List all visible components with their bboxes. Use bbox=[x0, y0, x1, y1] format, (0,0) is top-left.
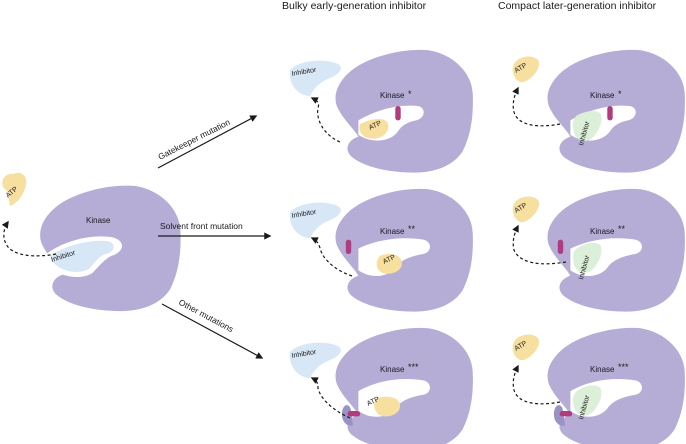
other-mutation-mark bbox=[347, 411, 361, 417]
early-row3-inhibitor-label: Inhibitor bbox=[291, 349, 317, 360]
early-row3-stars: *** bbox=[408, 362, 419, 372]
column-title-later: Compact later-generation inhibitor bbox=[498, 0, 657, 12]
later-row2-kinase bbox=[547, 188, 685, 312]
compact-inhibitor-bound bbox=[573, 385, 602, 416]
later-row3-kinase-label: Kinase bbox=[590, 365, 615, 374]
early-row3-kinase bbox=[335, 327, 473, 444]
early-row2-inhibitor-label: Inhibitor bbox=[291, 209, 317, 220]
early-row1-stars: * bbox=[408, 89, 412, 99]
later-row3-exit-arrow bbox=[512, 364, 561, 405]
early-row1-inhibitor-free bbox=[289, 60, 341, 96]
atp-bound bbox=[374, 396, 401, 417]
inhibitor-bound bbox=[50, 240, 114, 272]
later-row3-atp-free bbox=[512, 334, 540, 361]
mutation-label-other: Other mutations bbox=[177, 297, 235, 334]
early-row1-kinase-label: Kinase bbox=[380, 91, 405, 100]
later-row1-stars: * bbox=[618, 89, 622, 99]
initial-kinase-label: Kinase bbox=[86, 216, 111, 225]
other-mutation-mark bbox=[559, 411, 573, 417]
early-row3-kinase-label: Kinase bbox=[380, 365, 405, 374]
early-row1-exit-arrow bbox=[310, 97, 341, 143]
arrow-other bbox=[161, 303, 264, 359]
other-mutation-region bbox=[341, 405, 353, 426]
initial-atp bbox=[2, 172, 27, 206]
early-row2-inhibitor-free bbox=[289, 202, 341, 238]
compact-inhibitor-bound bbox=[573, 242, 602, 273]
early-row1-kinase bbox=[335, 49, 473, 173]
gatekeeper-mutation-mark bbox=[607, 106, 613, 121]
early-row3-inhibitor-free bbox=[289, 342, 341, 378]
other-mutation-region bbox=[553, 405, 565, 426]
atp-bound bbox=[376, 254, 402, 274]
early-row2-stars: ** bbox=[408, 224, 416, 234]
mutation-label-solvent-front: Solvent front mutation bbox=[160, 221, 243, 231]
later-row2-kinase-label: Kinase bbox=[590, 227, 615, 236]
later-row2-atp-free bbox=[512, 196, 540, 223]
early-row2-kinase-label: Kinase bbox=[380, 227, 405, 236]
later-row1-atp-free bbox=[512, 56, 540, 83]
later-row3-kinase bbox=[547, 327, 685, 444]
arrow-gatekeeper bbox=[157, 115, 258, 169]
later-row1-kinase bbox=[547, 49, 685, 173]
column-title-early: Bulky early-generation inhibitor bbox=[282, 0, 427, 12]
later-row2-stars: ** bbox=[618, 224, 626, 234]
early-row2-kinase bbox=[335, 188, 473, 312]
later-row3-stars: *** bbox=[618, 362, 629, 372]
compact-inhibitor-bound bbox=[572, 110, 602, 142]
later-row1-kinase-label: Kinase bbox=[590, 91, 615, 100]
early-row1-inhibitor-label: Inhibitor bbox=[291, 67, 317, 78]
early-row3-exit-arrow bbox=[310, 377, 351, 419]
later-row2-exit-arrow bbox=[512, 224, 567, 265]
early-row2-exit-arrow bbox=[310, 237, 353, 277]
gatekeeper-mutation-mark bbox=[395, 106, 401, 121]
initial-atp-exit-arrow bbox=[1, 220, 57, 257]
mutation-label-gatekeeper: Gatekeeper mutation bbox=[156, 117, 232, 162]
solvent-front-mutation-mark bbox=[345, 239, 352, 254]
solvent-front-mutation-mark bbox=[557, 239, 564, 254]
later-row1-exit-arrow bbox=[512, 86, 561, 127]
initial-kinase-group bbox=[40, 185, 181, 312]
atp-bound bbox=[359, 118, 389, 139]
